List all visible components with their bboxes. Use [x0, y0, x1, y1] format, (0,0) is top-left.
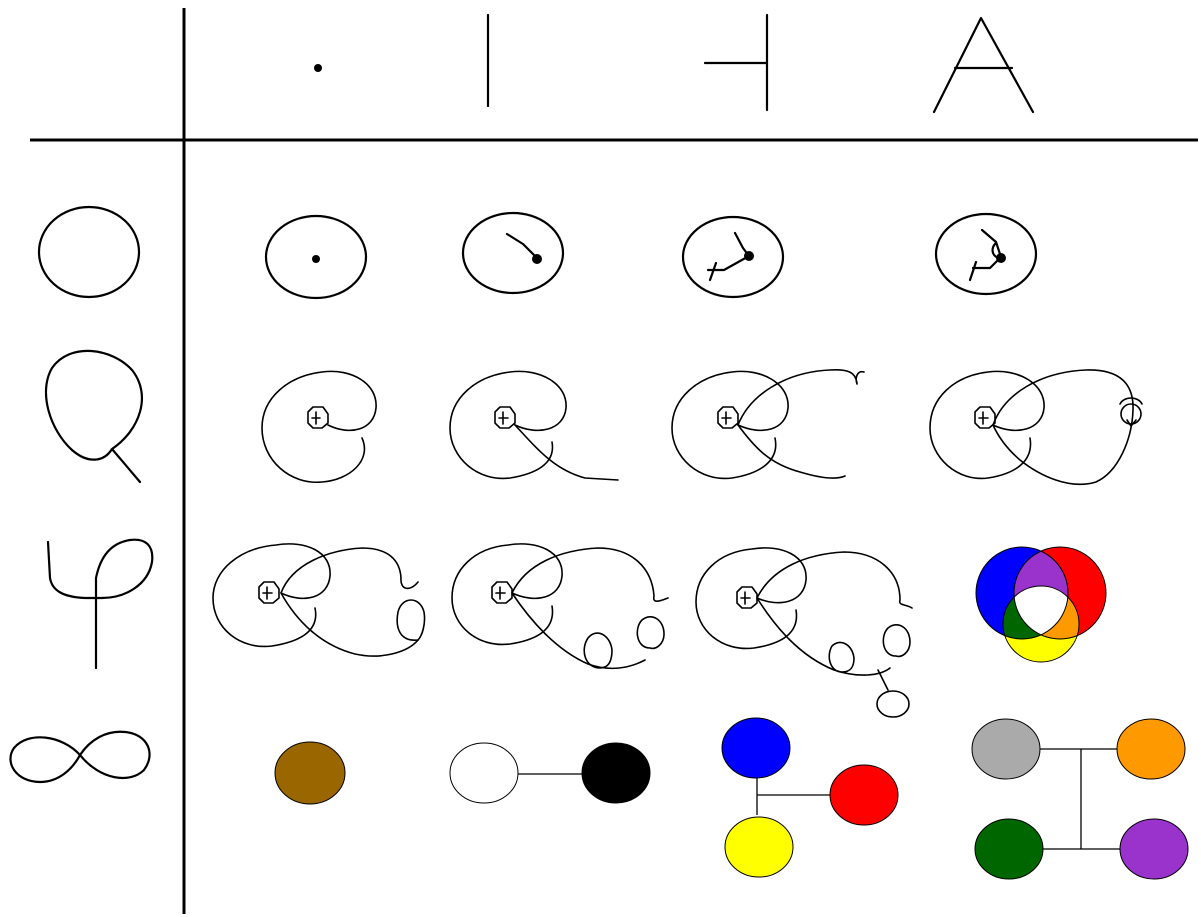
- stroke-mark: [507, 234, 536, 257]
- column-header-a: [934, 18, 1033, 112]
- tail-curve: [515, 425, 618, 480]
- cell-row3-col1: [213, 544, 425, 656]
- phi-glyph: [48, 540, 152, 668]
- petal-curve: [637, 617, 664, 649]
- node-mark: [263, 587, 272, 599]
- circle-outline: [463, 213, 563, 293]
- circle-glyph: [39, 207, 139, 297]
- purple-node: [1120, 819, 1188, 879]
- cell-row2-col4: [930, 370, 1142, 484]
- row-header-circle: [39, 207, 139, 297]
- column-header-t: [705, 15, 767, 110]
- white-node: [450, 743, 518, 803]
- loop-curve: [757, 552, 912, 675]
- infinity-glyph: [10, 732, 149, 782]
- gray-node: [972, 719, 1040, 779]
- cell-row2-col3: [672, 370, 864, 479]
- dot-glyph: [532, 254, 542, 264]
- row-header-phi: [48, 540, 152, 668]
- tail-curve: [738, 425, 845, 478]
- dot-glyph: [312, 255, 320, 263]
- spiral-curve: [696, 548, 806, 649]
- cell-row4-col2: [450, 743, 650, 803]
- dot-glyph: [744, 251, 754, 261]
- petal-curve: [883, 625, 910, 657]
- cell-row4-col1: [275, 742, 345, 804]
- q-glyph: [46, 351, 142, 482]
- spiral-curve: [262, 371, 376, 482]
- spiral-curve: [450, 371, 566, 478]
- row-header-q: [46, 351, 142, 482]
- cell-row3-col4-venn: [976, 547, 1106, 662]
- node-mark: [496, 587, 505, 599]
- cell-row4-col3: [722, 718, 898, 877]
- circle-outline: [683, 217, 783, 297]
- column-header-dot: [314, 64, 322, 72]
- spiral-curve: [213, 544, 330, 647]
- loop-curve: [512, 548, 668, 668]
- yellow-node: [725, 817, 793, 877]
- row-header-infinity: [10, 732, 149, 782]
- cell-row1-col2: [463, 213, 563, 293]
- petal-curve: [584, 633, 612, 668]
- stroke-mark: [708, 233, 749, 280]
- black-node: [582, 743, 650, 803]
- node-mark: [1120, 398, 1142, 426]
- cell-row1-col3: [683, 217, 783, 297]
- loop-curve: [281, 548, 418, 656]
- spiral-curve: [452, 544, 562, 645]
- cell-row3-col2: [452, 544, 668, 668]
- node-mark: [722, 412, 731, 424]
- stroke-mark: [970, 230, 1001, 280]
- spiral-curve: [930, 371, 1044, 478]
- cell-row1-col4: [936, 214, 1036, 294]
- red-node: [830, 765, 898, 825]
- brown-node: [275, 742, 345, 804]
- circle-outline: [936, 214, 1036, 294]
- t-glyph: [705, 15, 767, 110]
- orange-node: [1117, 719, 1185, 779]
- cell-row1-col1: [266, 216, 366, 298]
- loop-curve: [993, 370, 1133, 484]
- dot-glyph: [996, 253, 1006, 263]
- a-glyph: [934, 18, 1033, 112]
- node-mark: [741, 592, 750, 604]
- node-mark: [499, 412, 508, 424]
- green-node: [975, 819, 1043, 879]
- small-circle-node: [1121, 404, 1141, 424]
- dot-glyph: [314, 64, 322, 72]
- blue-node: [722, 718, 790, 778]
- cell-row3-col3: [696, 548, 912, 717]
- petal-curve: [397, 600, 424, 640]
- cell-row4-col4: [972, 719, 1188, 879]
- small-circle-node: [877, 691, 909, 717]
- cell-row2-col1: [262, 371, 376, 482]
- cell-row2-col2: [450, 371, 618, 480]
- tail-line: [878, 670, 888, 690]
- node-mark: [312, 412, 320, 424]
- arc-curve: [738, 370, 864, 425]
- node-mark: [979, 412, 988, 424]
- petal-curve: [829, 642, 854, 672]
